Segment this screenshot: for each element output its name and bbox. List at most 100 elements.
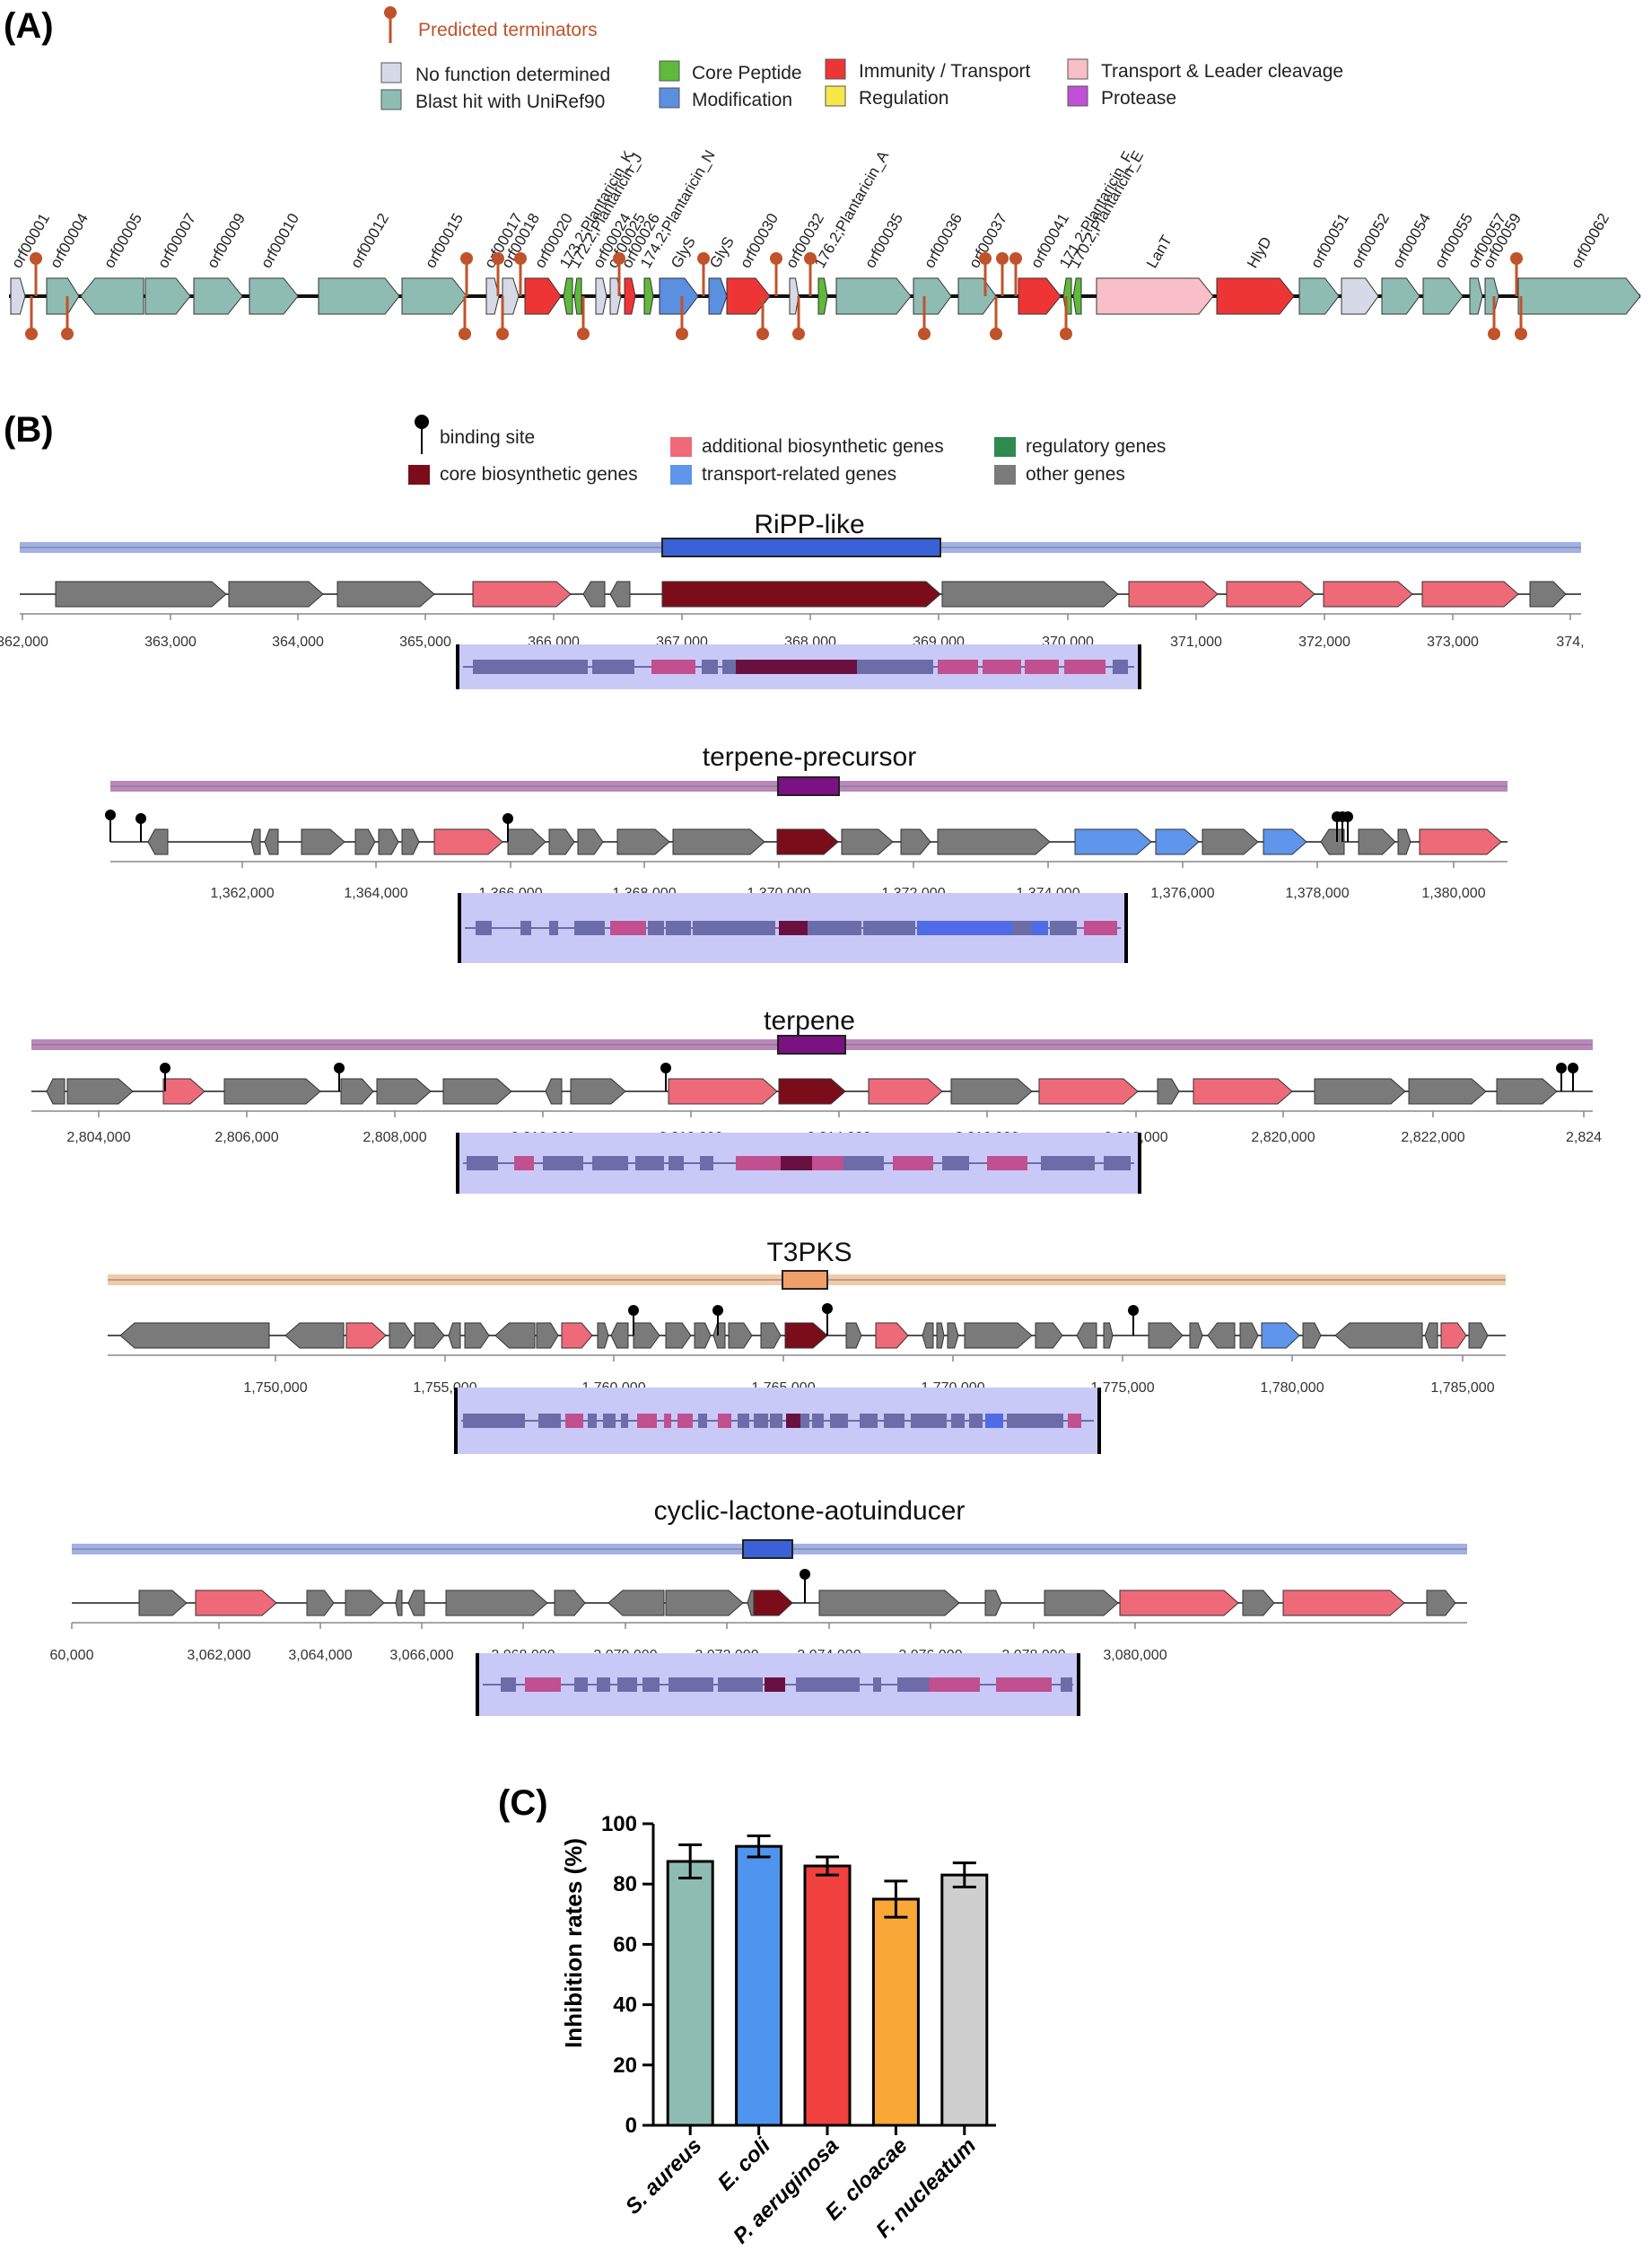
- region-axis-tick-label: 2,806,000: [214, 1130, 278, 1145]
- region-zoom-gene-block: [597, 1677, 610, 1692]
- orf-gene-arrow: [817, 277, 828, 315]
- legend-label-other: other genes: [1026, 464, 1125, 485]
- region-gene-arrow: [1424, 1322, 1438, 1349]
- region-zoom-gene-block: [754, 1414, 768, 1428]
- region-zoom-gene-block: [698, 1414, 707, 1428]
- region-gene-arrow: [922, 1322, 934, 1349]
- region-zoom-gene-block: [617, 1677, 637, 1692]
- region-zoom-gene-block: [1104, 1156, 1131, 1170]
- orf-label: orf00004: [47, 210, 92, 271]
- region-gene-arrow: [561, 1322, 593, 1349]
- region-gene-arrow: [545, 1078, 563, 1105]
- region-axis-tick-label: 1,380,000: [1421, 886, 1485, 901]
- region-zoom-gene-block: [738, 1414, 749, 1428]
- region-zoom-gene-block: [501, 1677, 516, 1692]
- region-gene-arrow: [433, 828, 503, 855]
- orf-label: GlyS: [668, 234, 699, 271]
- region-gene-arrow: [1302, 1322, 1322, 1349]
- region-gene-arrow: [336, 581, 435, 608]
- terminator-marker: [756, 328, 769, 340]
- bar-2: [803, 1864, 852, 2127]
- orf-gene-arrow: [708, 277, 728, 315]
- terminator-marker: [61, 328, 74, 340]
- region-gene-arrow: [414, 1322, 445, 1349]
- region-gene-arrow: [195, 1589, 277, 1616]
- region-gene-arrow: [633, 1322, 660, 1349]
- orf-label: orf00009: [204, 210, 249, 271]
- orf-gene-arrow: [573, 277, 582, 315]
- region-gene-arrow: [1226, 581, 1315, 608]
- orf-gene-arrow: [1469, 277, 1483, 315]
- region-gene-arrow: [1035, 1322, 1063, 1349]
- region-gene-arrow: [668, 1078, 778, 1105]
- region-zoom-gene-block: [1025, 660, 1059, 674]
- region-gene-arrow: [868, 1078, 943, 1105]
- region-gene-arrow: [1320, 828, 1345, 855]
- region-axis-tick-label: 1,376,000: [1150, 886, 1214, 901]
- region-gene-arrow: [1334, 1322, 1423, 1349]
- region-gene-arrow: [306, 1589, 335, 1616]
- region-zoom-gene-block: [574, 921, 605, 935]
- y-axis-tick-label: 100: [601, 1812, 637, 1836]
- region-zoom-gene-block: [893, 1156, 933, 1170]
- region-axis-tick-label: 371,000: [1170, 635, 1222, 650]
- orf-gene-arrow: [1096, 277, 1214, 315]
- region-axis-tick-label: 1,775,000: [1090, 1380, 1154, 1396]
- region-zoom-gene-block: [951, 1414, 965, 1428]
- region-gene-arrow: [472, 581, 572, 608]
- region-gene-arrow: [1496, 1078, 1558, 1105]
- orf-gene-arrow: [789, 277, 800, 315]
- region-gene-arrow: [46, 1078, 66, 1105]
- legend-swatch-other: [994, 465, 1016, 485]
- terminator-legend-dot: [384, 6, 397, 19]
- bar-4: [940, 1873, 989, 2127]
- region-zoom-gene-block: [985, 1414, 1003, 1428]
- region-gene-arrow: [1529, 581, 1567, 608]
- region-gene-arrow: [753, 1589, 793, 1616]
- region-zoom-gene-block: [538, 1414, 561, 1428]
- region-gene-arrow: [1157, 1078, 1180, 1105]
- orf-gene-arrow: [502, 277, 520, 315]
- region-zoom-gene-block: [736, 660, 857, 674]
- region-gene-arrow: [1044, 1589, 1119, 1616]
- region-zoom-gene-block: [863, 921, 915, 935]
- region-axis-tick-label: 3,062,000: [187, 1648, 250, 1663]
- region-zoom-gene-block: [987, 1156, 1027, 1170]
- orf-gene-arrow: [1216, 277, 1295, 315]
- binding-site-marker: [1556, 1063, 1567, 1073]
- region-zoom-gene-block: [669, 1677, 713, 1692]
- region-title-t3pks: T3PKS: [766, 1238, 852, 1267]
- region-gene-arrow: [138, 1589, 188, 1616]
- region-gene-arrow: [147, 828, 169, 855]
- region-gene-arrow: [694, 1322, 712, 1349]
- binding-site-marker: [1342, 811, 1353, 822]
- region-zoom-gene-block: [911, 1414, 947, 1428]
- region-zoom-gene-block: [1007, 1414, 1063, 1428]
- region-zoom-gene-block: [702, 921, 775, 935]
- binding-site-marker: [822, 1303, 833, 1314]
- region-gene-arrow: [778, 1078, 846, 1105]
- region-zoom-gene-block: [1064, 660, 1106, 674]
- binding-site-marker: [660, 1063, 671, 1073]
- orf-label: orf00036: [921, 210, 966, 271]
- panel-b-legend: binding site core biosynthetic genes add…: [408, 415, 1166, 485]
- terminator-legend-label: Predicted terminators: [418, 20, 598, 40]
- orf-gene-arrow: [1381, 277, 1420, 315]
- legend-label-binding-site: binding site: [440, 427, 535, 448]
- region-gene-arrow: [760, 1322, 782, 1349]
- terminator-marker: [979, 252, 992, 265]
- region-gene-arrow: [582, 581, 606, 608]
- orf-label: orf00005: [101, 210, 145, 271]
- region-axis-tick-label: 60,000: [50, 1648, 94, 1663]
- legend-label-regulatory: regulatory genes: [1026, 436, 1166, 457]
- legend-label-transport: transport-related genes: [702, 464, 896, 485]
- binding-site-marker: [105, 810, 116, 820]
- binding-site-marker: [135, 813, 146, 824]
- terminator-marker: [1510, 252, 1523, 265]
- region-zoom-gene-block: [621, 1414, 628, 1428]
- region-gene-arrow: [672, 828, 765, 855]
- terminator-marker: [1009, 252, 1022, 265]
- region-gene-arrow: [354, 828, 376, 855]
- orf-label: orf00015: [422, 210, 467, 271]
- terminator-marker: [1488, 328, 1500, 340]
